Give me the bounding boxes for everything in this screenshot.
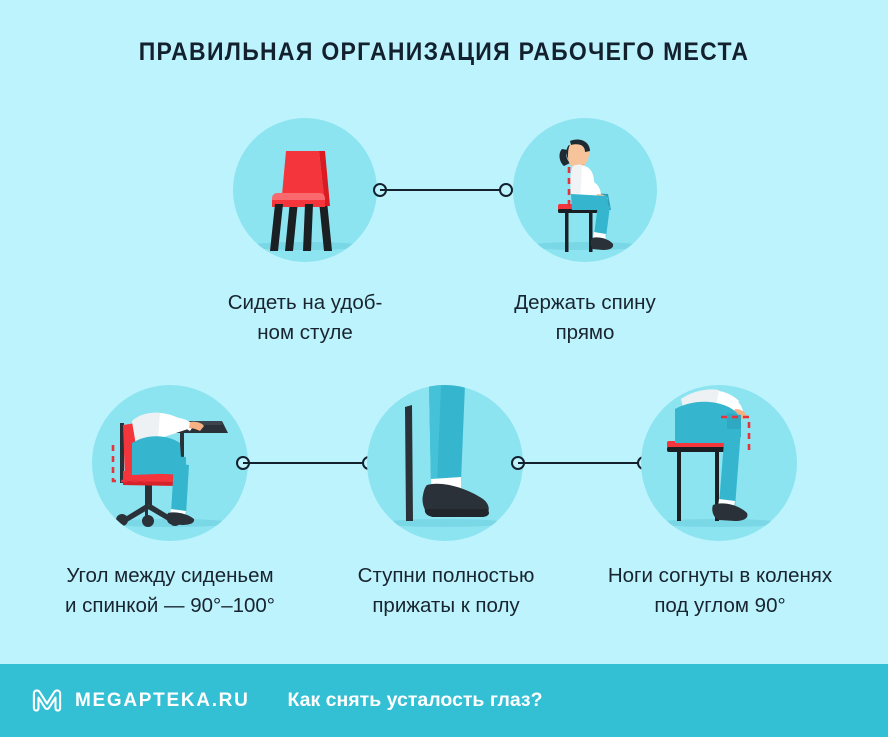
caption-line: Ступни полностью [357,564,535,587]
connector-endpoint-right [499,183,513,197]
step-icon-straight-back [513,118,657,262]
connector-1-2 [373,183,513,197]
red-chair-icon [247,151,363,251]
footer-tagline[interactable]: Как снять усталость глаз? [287,689,543,711]
caption-line: под углом 90° [654,594,786,617]
person-sitting-straight-icon [527,139,643,252]
connector-4-5 [511,456,651,470]
caption-line: Ноги согнуты в коленях [607,564,833,587]
person-at-desk-icon [108,412,232,527]
connector-line [243,462,369,464]
step-caption-comfortable-chair: Сидеть на удоб- ном стуле [165,288,445,348]
caption-line: Сидеть на удоб- [227,291,383,314]
caption-line: и спинкой — 90°–100° [64,594,275,617]
connector-3-4 [236,456,376,470]
legs-bent-knees-icon [657,389,781,527]
caption-line: Держать спину [514,291,656,314]
caption-line: Угол между сиденьем [66,564,274,587]
foot-on-floor-icon [383,385,507,527]
step-icon-seat-back-angle [92,385,248,541]
connector-line [518,462,644,464]
caption-line: прямо [555,321,615,344]
connector-line [380,189,506,191]
footer-bar: MEGAPTEKA.RU Как снять усталость глаз? [0,664,888,737]
step-caption-straight-back: Держать спину прямо [445,288,725,348]
caption-line: прижаты к полу [372,594,520,617]
footer-brand-name[interactable]: MEGAPTEKA.RU [75,689,250,711]
step-caption-seat-back-angle: Угол между сиденьем и спинкой — 90°–100° [20,561,320,621]
step-icon-feet-flat-on-floor [367,385,523,541]
step-caption-feet-flat-on-floor: Ступни полностью прижаты к полу [318,561,574,621]
caption-line: ном стуле [257,321,353,344]
step-icon-comfortable-chair [233,118,377,262]
megapteka-m-logo-icon [32,686,62,716]
step-icon-knees-ninety-degrees [641,385,797,541]
page-title: ПРАВИЛЬНАЯ ОРГАНИЗАЦИЯ РАБОЧЕГО МЕСТА [138,38,750,66]
step-caption-knees-ninety-degrees: Ноги согнуты в коленях под углом 90° [570,561,870,621]
